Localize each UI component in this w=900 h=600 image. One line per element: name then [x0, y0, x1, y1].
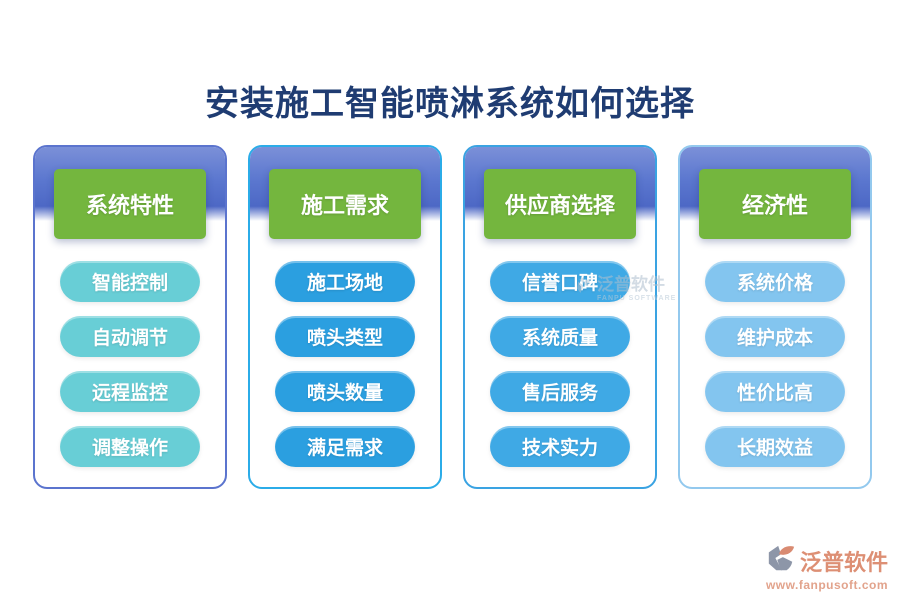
pill-item: 施工场地	[275, 261, 415, 302]
pill-item: 性价比高	[705, 371, 845, 412]
card-construction-needs: 施工需求 施工场地 喷头类型 喷头数量 满足需求	[248, 145, 442, 489]
pill-item: 调整操作	[60, 426, 200, 467]
pill-item: 喷头数量	[275, 371, 415, 412]
pill-item: 售后服务	[490, 371, 630, 412]
pill-item: 维护成本	[705, 316, 845, 357]
card-title-system-features: 系统特性	[54, 169, 206, 239]
card-title-economy: 经济性	[699, 169, 851, 239]
pill-item: 远程监控	[60, 371, 200, 412]
card-economy: 经济性 系统价格 维护成本 性价比高 长期效益	[678, 145, 872, 489]
pill-item: 喷头类型	[275, 316, 415, 357]
card-system-features: 系统特性 智能控制 自动调节 远程监控 调整操作	[33, 145, 227, 489]
pill-item: 系统质量	[490, 316, 630, 357]
pill-item: 智能控制	[60, 261, 200, 302]
footer-brand-text: 泛普软件	[799, 549, 888, 575]
fanpu-logo-icon	[766, 543, 796, 578]
page-title: 安装施工智能喷淋系统如何选择	[205, 85, 695, 123]
pill-item: 自动调节	[60, 316, 200, 357]
footer-url: www.fanpusoft.com	[765, 578, 888, 592]
pill-list: 信誉口碑 系统质量 售后服务 技术实力	[465, 261, 655, 467]
pill-list: 施工场地 喷头类型 喷头数量 满足需求	[250, 261, 440, 467]
footer-brand-block: 泛普软件 www.fanpusoft.com	[766, 543, 888, 592]
card-supplier-selection: 供应商选择 信誉口碑 系统质量 售后服务 技术实力	[463, 145, 657, 489]
pill-list: 智能控制 自动调节 远程监控 调整操作	[35, 261, 225, 467]
pill-item: 信誉口碑	[490, 261, 630, 302]
card-title-construction-needs: 施工需求	[269, 169, 421, 239]
pill-item: 技术实力	[490, 426, 630, 467]
pill-item: 长期效益	[705, 426, 845, 467]
pill-item: 满足需求	[275, 426, 415, 467]
card-title-supplier-selection: 供应商选择	[484, 169, 636, 239]
pill-item: 系统价格	[705, 261, 845, 302]
pill-list: 系统价格 维护成本 性价比高 长期效益	[680, 261, 870, 467]
